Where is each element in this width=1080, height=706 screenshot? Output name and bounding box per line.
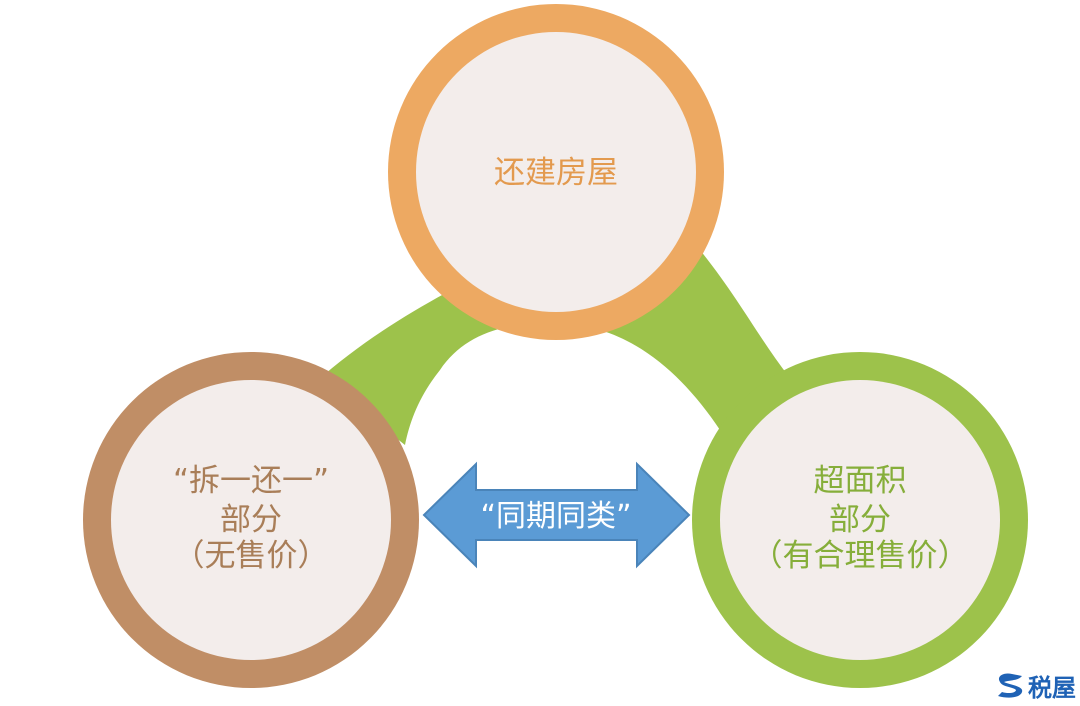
right-node-line3: （有合理售价）: [752, 538, 969, 574]
right-node-line2: 部分: [829, 502, 891, 538]
left-node-line3: （无售价）: [174, 538, 329, 574]
left-circle-inner: [111, 380, 391, 660]
left-node-line1: “拆一还一”: [173, 463, 329, 499]
top-circle-inner: [416, 32, 696, 312]
top-node-label: 还建房屋: [494, 155, 618, 191]
brand-name: 税屋: [1028, 674, 1076, 702]
right-node-line1: 超面积: [814, 463, 907, 499]
brand-logo: 税屋: [998, 673, 1076, 702]
double-arrow: [422, 461, 691, 569]
left-node-line2: 部分: [220, 502, 282, 538]
right-circle-inner: [720, 380, 1000, 660]
logo-s-icon: [998, 673, 1023, 698]
arrow-label: “同期同类”: [480, 499, 631, 534]
